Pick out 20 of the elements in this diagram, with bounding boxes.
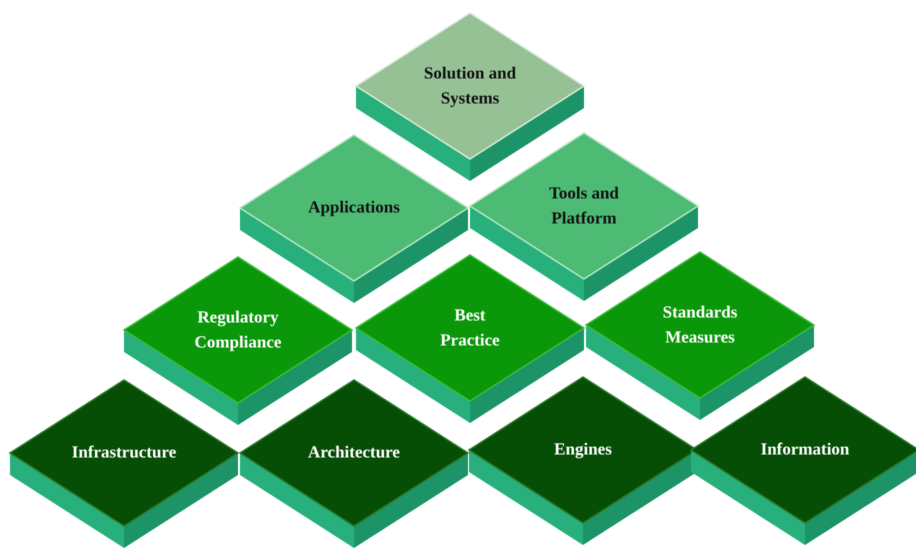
diamond-tile xyxy=(356,13,584,181)
tile-label: Applications xyxy=(307,196,401,219)
diamond-tile xyxy=(691,377,916,545)
diamond-tile xyxy=(124,257,352,425)
tile-label: Regulatory Compliance xyxy=(194,306,282,354)
tile-label: Architecture xyxy=(307,442,401,464)
diamond-tile xyxy=(470,133,698,301)
tile-label: Information xyxy=(760,438,850,461)
diamond-tile xyxy=(356,255,584,423)
tile-label: Solution and Systems xyxy=(422,62,518,110)
tile-label: Standards Measures xyxy=(662,301,738,348)
tile-label: Tools and Platform xyxy=(548,182,620,229)
tile-label: Engines xyxy=(553,438,613,461)
diamond-tile xyxy=(586,252,814,420)
tile-label: Infrastructure xyxy=(70,442,178,464)
diamond-tile xyxy=(240,135,468,303)
diamond-tile xyxy=(240,380,468,548)
diamond-tile xyxy=(10,380,238,548)
diamond-tile xyxy=(469,377,697,545)
tile-label: Best Practice xyxy=(439,304,501,351)
